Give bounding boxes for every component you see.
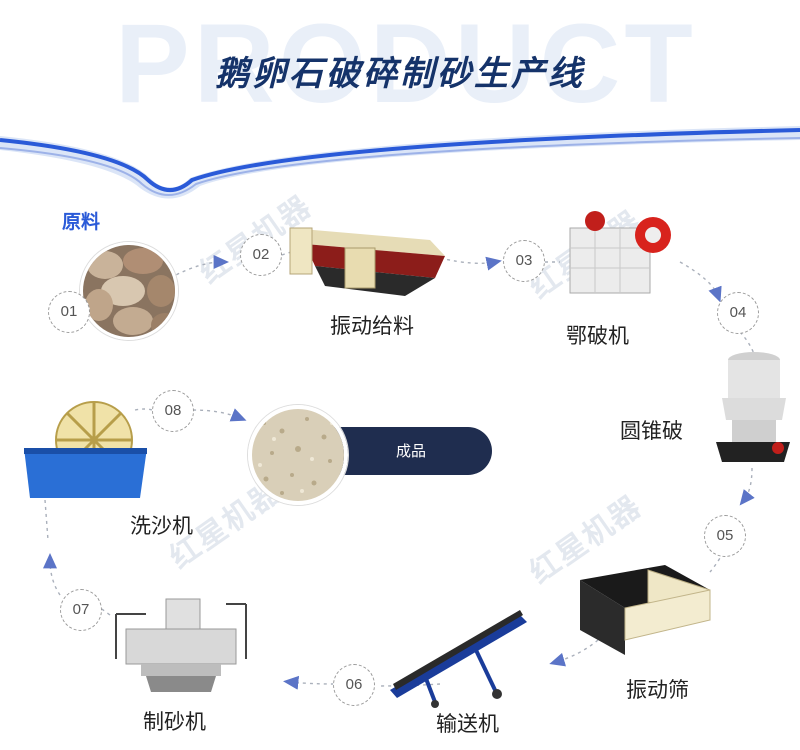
vibrating-feeder-icon: [285, 218, 450, 304]
belt-conveyor-icon: [385, 610, 535, 714]
step-number: 06: [333, 664, 375, 706]
page-title: 鹅卵石破碎制砂生产线: [215, 54, 585, 94]
raw-material-label: 原料: [62, 211, 101, 233]
step-label: 制砂机: [143, 710, 206, 734]
sand-pile-icon: [248, 405, 348, 505]
step-number: 02: [240, 234, 282, 276]
step-label: 鄂破机: [566, 324, 629, 348]
final-product-label: 成品: [396, 442, 427, 460]
sand-making-machine-icon: [106, 594, 256, 698]
step-number: 01: [48, 291, 90, 333]
step-label: 圆锥破: [620, 419, 683, 443]
vibrating-screen-icon: [570, 560, 720, 664]
pebble-stones-icon: [80, 242, 178, 340]
step-number: 03: [503, 240, 545, 282]
step-label: 振动给料: [330, 314, 414, 338]
step-label: 洗沙机: [130, 514, 193, 538]
header-swoosh: [0, 126, 800, 199]
step-label: 振动筛: [626, 678, 689, 702]
step-number: 05: [704, 515, 746, 557]
jaw-crusher-icon: [565, 203, 675, 302]
background-word: PRODUCT: [115, 1, 697, 126]
step-label: 输送机: [436, 712, 499, 736]
step-number: 07: [60, 589, 102, 631]
sand-washer-icon: [22, 398, 152, 507]
step-number: 08: [152, 390, 194, 432]
step-number: 04: [717, 292, 759, 334]
cone-crusher-icon: [712, 350, 794, 472]
